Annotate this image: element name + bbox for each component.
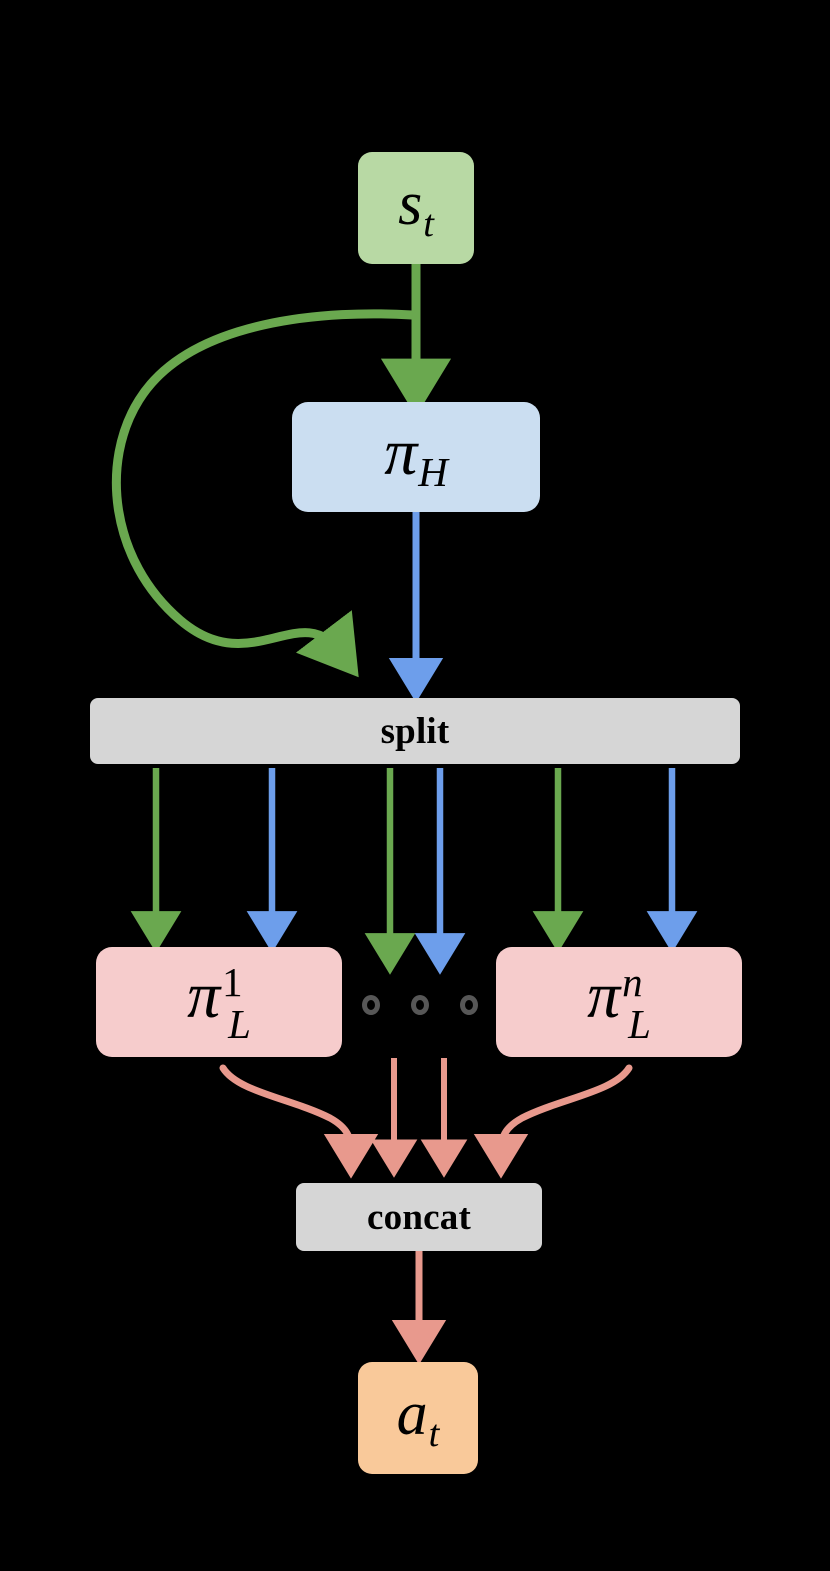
ellipsis-dot-icon xyxy=(411,995,429,1015)
ellipsis-dot-icon xyxy=(460,995,478,1015)
edge-low-first-to-concat xyxy=(219,1064,379,1179)
ellipsis-dot-icon xyxy=(362,995,380,1015)
edge-low-last-to-concat xyxy=(473,1064,633,1179)
node-split-label: split xyxy=(380,710,450,752)
node-state[interactable]: st xyxy=(358,152,474,264)
node-ellipsis xyxy=(362,993,478,1017)
node-state-label: st xyxy=(398,170,434,245)
node-high-level-policy[interactable]: πH xyxy=(292,402,540,512)
node-action[interactable]: at xyxy=(358,1362,478,1474)
node-action-label: at xyxy=(396,1380,440,1455)
node-concat-label: concat xyxy=(367,1196,471,1238)
node-split[interactable]: split xyxy=(90,698,740,764)
node-concat[interactable]: concat xyxy=(296,1183,542,1251)
node-high-level-policy-label: πH xyxy=(384,415,448,496)
